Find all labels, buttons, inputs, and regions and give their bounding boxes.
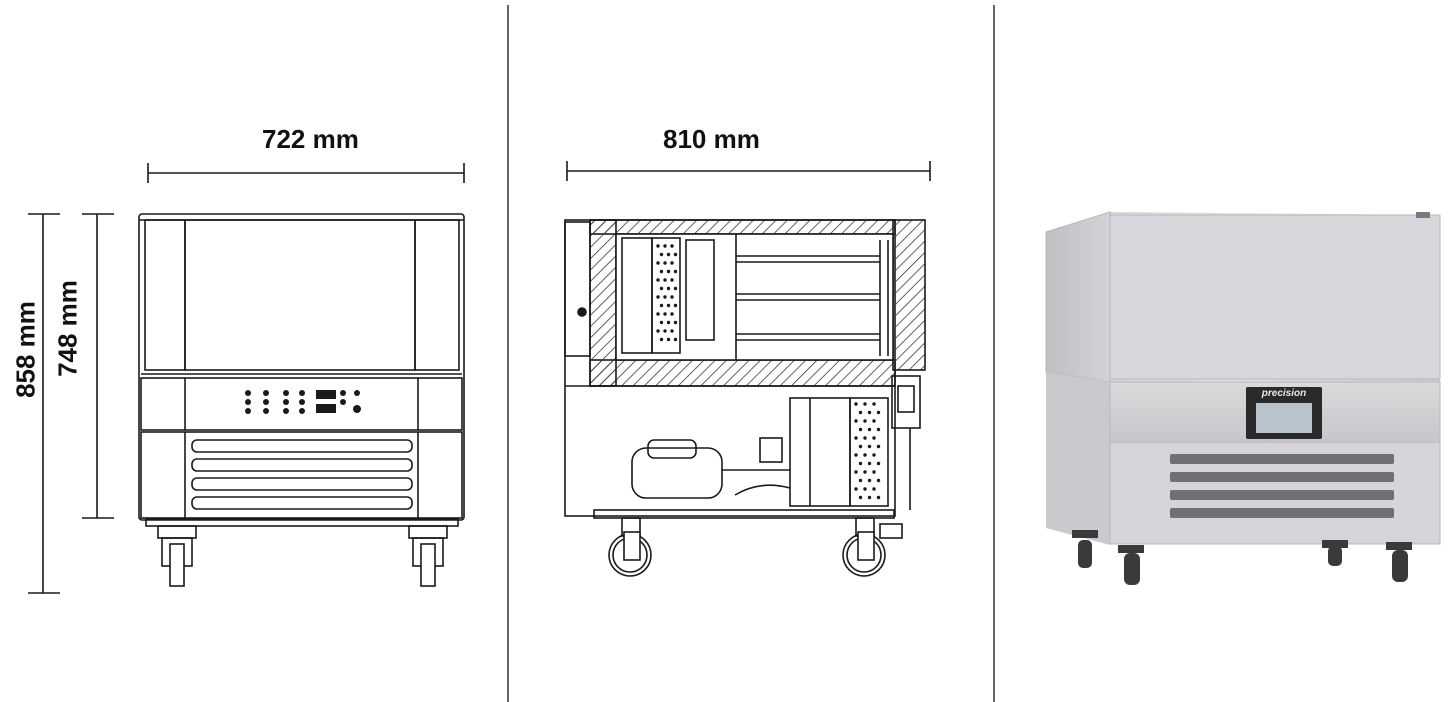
side-section-drawing <box>564 161 931 577</box>
perforation-dot <box>876 410 881 415</box>
perforation-dot <box>867 478 872 483</box>
body-height-label: 748 mm <box>52 280 83 377</box>
perforation-dot <box>659 337 664 342</box>
perforation-dot <box>858 478 863 483</box>
perforation-dot <box>670 329 674 333</box>
total-height-label: 858 mm <box>10 301 41 398</box>
perforation-dot <box>863 453 867 457</box>
perforation-dot <box>659 269 664 274</box>
perforation-dot <box>659 303 664 308</box>
perforation-dots <box>656 244 881 500</box>
width-dimension-line <box>147 163 465 183</box>
perforation-dot <box>659 252 664 257</box>
perforation-dot <box>863 419 867 423</box>
total-height-dimension-line <box>28 213 60 594</box>
perforation-dot <box>858 461 863 466</box>
perforation-dot <box>656 244 660 248</box>
perforation-dot <box>876 478 881 483</box>
perforation-dot <box>666 269 671 274</box>
perforation-dot <box>854 470 858 474</box>
perforation-dot <box>863 487 867 491</box>
brand-logo-text: precision <box>1261 388 1307 399</box>
perforation-dot <box>673 269 678 274</box>
perforation-dot <box>663 278 667 282</box>
body-height-dimension-line <box>82 213 114 519</box>
perforation-dot <box>659 320 664 325</box>
perforation-dot <box>666 252 671 257</box>
perforation-dot <box>867 444 872 449</box>
perforation-dot <box>670 261 674 265</box>
perforation-dot <box>876 495 881 500</box>
perforation-dot <box>673 320 678 325</box>
perforation-dot <box>659 286 664 291</box>
perforation-dot <box>863 402 867 406</box>
perforation-dot <box>673 337 678 342</box>
perforation-dot <box>858 410 863 415</box>
perforation-dot <box>656 261 660 265</box>
perforation-dot <box>872 453 876 457</box>
perforation-dot <box>663 261 667 265</box>
perforation-dot <box>867 410 872 415</box>
perforation-dot <box>854 453 858 457</box>
perforation-dot <box>656 278 660 282</box>
perforation-dot <box>876 461 881 466</box>
perforation-dot <box>656 295 660 299</box>
perforation-dot <box>670 312 674 316</box>
perforation-dot <box>854 487 858 491</box>
perforation-dot <box>663 295 667 299</box>
perforation-dot <box>854 402 858 406</box>
perforation-dot <box>673 252 678 257</box>
side-depth-label: 810 mm <box>663 124 760 154</box>
perforation-dot <box>872 419 876 423</box>
perforation-dot <box>663 329 667 333</box>
perforation-dot <box>872 402 876 406</box>
perforation-dot <box>854 419 858 423</box>
perforation-dot <box>872 487 876 491</box>
perforation-dot <box>867 461 872 466</box>
perforation-dot <box>673 286 678 291</box>
perforation-dot <box>670 278 674 282</box>
perforation-dot <box>854 436 858 440</box>
product-render <box>1045 211 1441 585</box>
control-buttons <box>245 390 361 414</box>
front-width-label: 722 mm <box>262 124 359 154</box>
perforation-dot <box>858 444 863 449</box>
perforation-dot <box>666 286 671 291</box>
perforation-dot <box>858 427 863 432</box>
depth-dimension-line <box>566 161 931 181</box>
perforation-dot <box>663 312 667 316</box>
perforation-dot <box>666 320 671 325</box>
perforation-dot <box>663 244 667 248</box>
perforation-dot <box>858 495 863 500</box>
perforation-dot <box>670 295 674 299</box>
perforation-dot <box>876 427 881 432</box>
perforation-dot <box>863 436 867 440</box>
perforation-dot <box>876 444 881 449</box>
perforation-dot <box>656 312 660 316</box>
perforation-dot <box>867 495 872 500</box>
perforation-dot <box>666 303 671 308</box>
perforation-dot <box>673 303 678 308</box>
perforation-dot <box>863 470 867 474</box>
perforation-dot <box>666 337 671 342</box>
perforation-dot <box>656 329 660 333</box>
front-view-drawing <box>28 163 465 594</box>
perforation-dot <box>872 436 876 440</box>
perforation-dot <box>670 244 674 248</box>
perforation-dot <box>867 427 872 432</box>
perforation-dot <box>872 470 876 474</box>
